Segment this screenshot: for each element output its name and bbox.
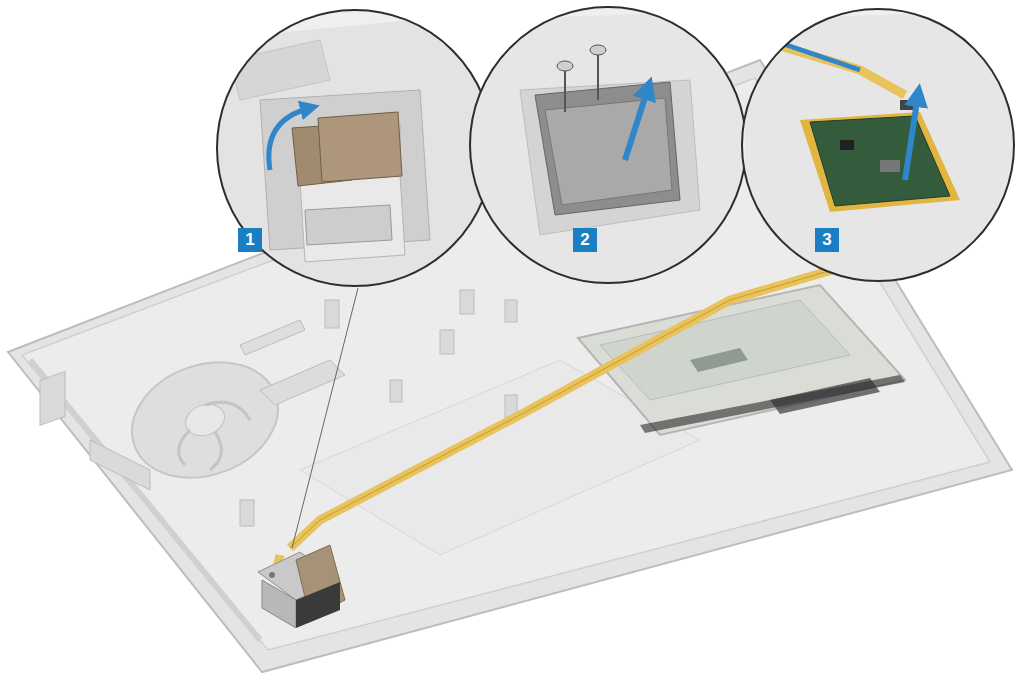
illustration-part [90, 440, 150, 490]
illustration-part [535, 82, 680, 215]
illustration-part [880, 160, 900, 172]
illustration-part [460, 290, 474, 314]
illustration-part [217, 10, 493, 286]
illustration-part [240, 500, 254, 526]
illustration-part [181, 399, 229, 441]
illustration-part [300, 175, 405, 262]
illustration-part [262, 580, 296, 628]
illustration-part [557, 61, 573, 71]
callout-number: 1 [238, 228, 262, 252]
illustration-part [470, 10, 750, 290]
illustration-part [505, 300, 517, 322]
callout-number: 3 [815, 228, 839, 252]
illustration-part [745, 10, 1015, 290]
illustration-part [290, 250, 900, 548]
callout-number: 2 [573, 228, 597, 252]
illustration-part [325, 300, 339, 328]
illustration-part [269, 108, 310, 170]
illustration-part [690, 348, 748, 372]
illustration-part [840, 140, 854, 150]
illustration-part [440, 330, 454, 354]
illustration-part [240, 320, 305, 355]
illustration-part [564, 68, 566, 112]
illustration-part [269, 572, 275, 578]
magnifier-2 [470, 7, 750, 290]
illustration-part [742, 9, 1014, 281]
illustration-part [597, 52, 599, 100]
illustration-part [296, 582, 340, 628]
illustration-part [640, 375, 905, 433]
illustration-part [260, 360, 345, 405]
illustration-part [260, 90, 430, 250]
illustration-part [520, 80, 700, 235]
illustration-part [290, 250, 900, 548]
illustration-part [905, 95, 918, 180]
illustration-part [745, 10, 1015, 290]
illustration-part [179, 402, 250, 470]
illustration-part [470, 7, 746, 283]
illustration-part [810, 116, 950, 206]
illustration-part [390, 380, 402, 402]
illustration-part [590, 45, 606, 55]
illustration-part [900, 100, 914, 110]
illustration-part [545, 98, 672, 205]
illustration-part [305, 205, 392, 245]
magnifier-3 [742, 9, 1015, 290]
illustration-part [318, 112, 402, 182]
chassis-details [40, 260, 632, 526]
fpc-cable [275, 250, 900, 575]
illustration-part [470, 10, 750, 290]
illustration-part [40, 371, 65, 425]
illustration-part [230, 40, 330, 100]
leader-line [292, 288, 358, 548]
fingerprint-module [258, 545, 345, 628]
illustration-part [625, 88, 648, 160]
illustration-part [800, 112, 960, 212]
